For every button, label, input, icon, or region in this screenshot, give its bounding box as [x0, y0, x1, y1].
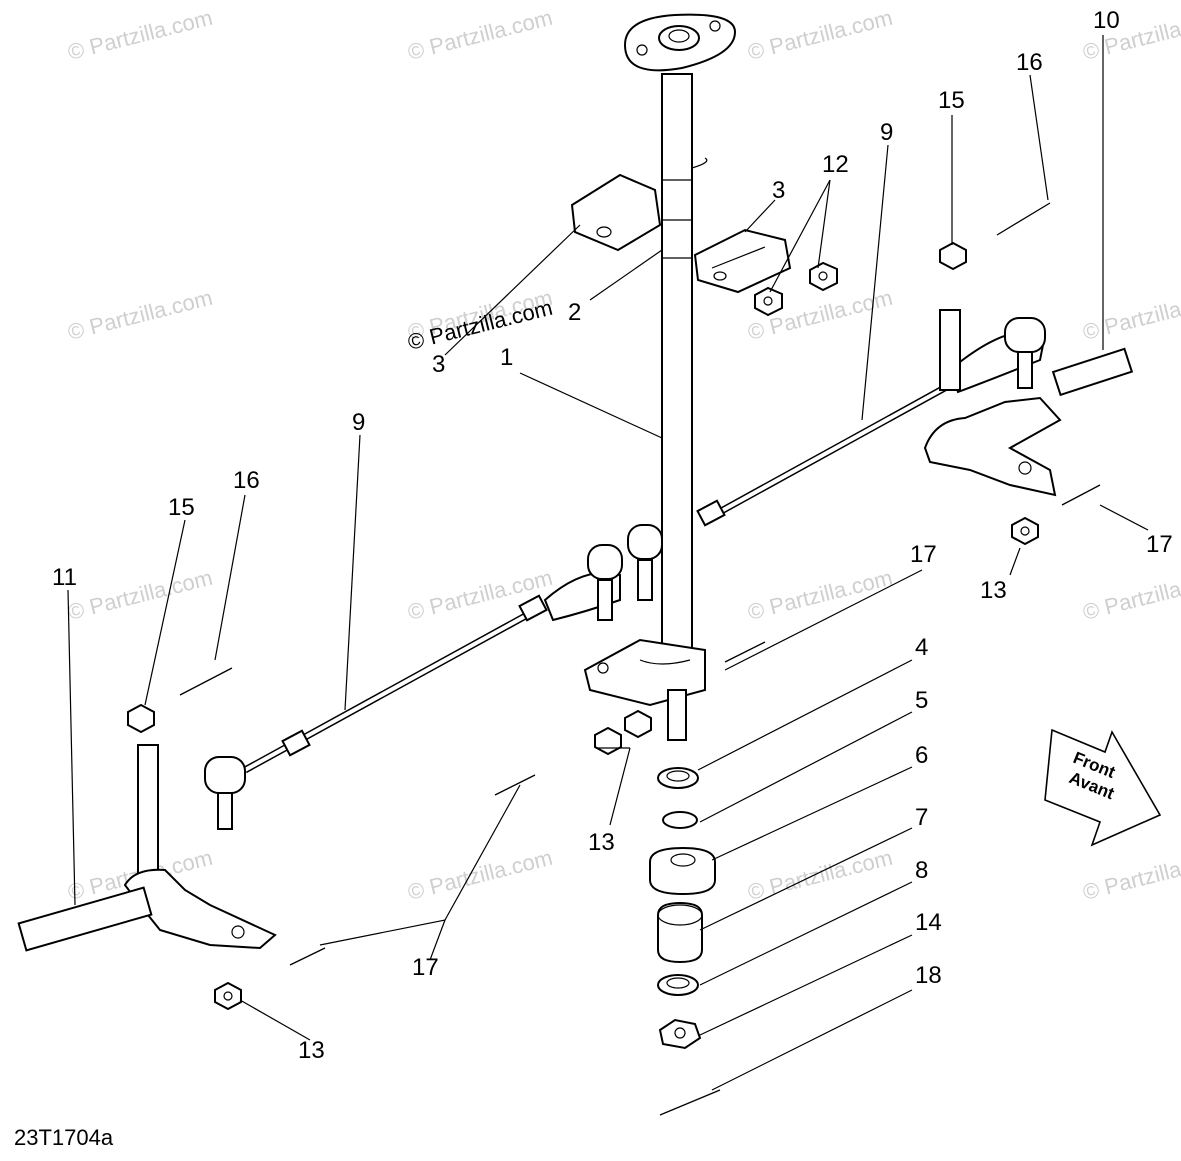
- callout-13a: 13: [980, 577, 1007, 604]
- callout-15b: 15: [168, 494, 195, 521]
- callout-11: 11: [52, 564, 77, 591]
- tie-rod-left-part: [204, 524, 663, 830]
- callout-5: 5: [915, 687, 928, 714]
- callout-6: 6: [915, 742, 928, 769]
- watermark-text: © Partzilla.com: [65, 5, 215, 65]
- watermark-text: © Partzilla.com: [1080, 285, 1181, 345]
- callout-8: 8: [915, 857, 928, 884]
- watermark-text: © Partzilla.com: [1080, 565, 1181, 625]
- callout-17b: 17: [910, 541, 937, 568]
- leader-lines: [67, 35, 1149, 1091]
- callout-18: 18: [915, 962, 942, 989]
- watermark-text: © Partzilla.com: [1080, 845, 1181, 905]
- clamp-half-right-part: [693, 228, 792, 294]
- callout-13c: 13: [298, 1037, 325, 1064]
- watermark-text: © Partzilla.com: [405, 5, 555, 65]
- callout-17c: 17: [412, 954, 439, 981]
- nut-part: [754, 261, 838, 317]
- callout-10: 10: [1093, 7, 1120, 34]
- callout-9b: 9: [352, 409, 365, 436]
- tie-rod-right-part: [696, 317, 1047, 527]
- callout-1: 1: [500, 344, 513, 371]
- steering-column-part: [583, 13, 737, 741]
- callout-labels: 1 2 3 3 4 5 6 7 8 9 9 10 11 12 13 13 13 …: [52, 7, 1173, 1064]
- callout-4: 4: [915, 634, 928, 661]
- watermark-text: © Partzilla.com: [65, 285, 215, 345]
- callout-13b: 13: [588, 829, 615, 856]
- callout-15a: 15: [938, 87, 965, 114]
- watermark-text: © Partzilla.com: [745, 845, 895, 905]
- callout-7: 7: [915, 804, 928, 831]
- clamp-half-left-part: [570, 173, 662, 252]
- spindle-right-part: [923, 241, 1134, 497]
- callout-14: 14: [915, 909, 942, 936]
- callout-3b: 3: [772, 177, 785, 204]
- watermark-text: © Partzilla.com: [745, 5, 895, 65]
- callout-12: 12: [822, 151, 849, 178]
- watermark-text: © Partzilla.com: [65, 565, 215, 625]
- callout-17a: 17: [1146, 531, 1173, 558]
- callout-16a: 16: [1016, 49, 1043, 76]
- callout-3a: 3: [432, 351, 445, 378]
- callout-9a: 9: [880, 119, 893, 146]
- front-direction-arrow: Front Avant: [1044, 728, 1162, 847]
- drawing-code: 23T1704a: [14, 1125, 114, 1150]
- callout-16b: 16: [233, 467, 260, 494]
- shaft-stack-parts: [649, 767, 716, 1050]
- spindle-left-part: [17, 703, 277, 952]
- callout-2: 2: [568, 299, 581, 326]
- grease-marks: [179, 202, 1101, 1116]
- watermark-text: © Partzilla.com: [405, 845, 555, 905]
